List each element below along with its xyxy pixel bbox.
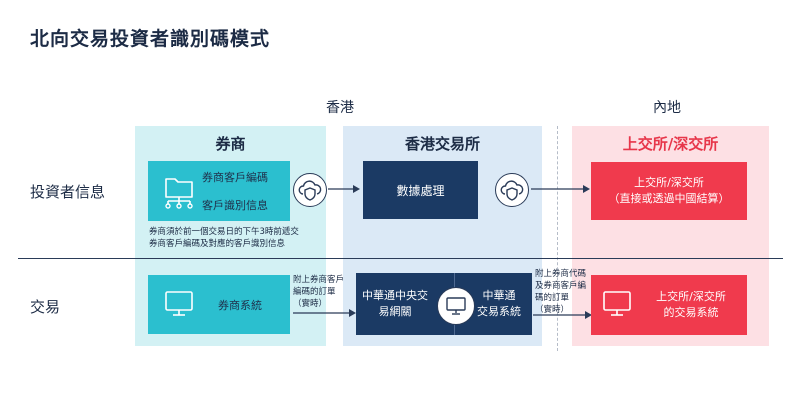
china-connect-box: 中華通中央交 易網關 中華通 交易系統: [356, 273, 532, 335]
broker-panel-title: 券商: [215, 135, 246, 153]
exchange-panel-title: 上交所/深交所: [622, 135, 719, 153]
folder-network-icon: [162, 173, 196, 213]
arrow-to-exchange: [531, 185, 590, 193]
order-note-broker-code: 附上券商客戶 編碼的訂單 （實時）: [293, 275, 345, 309]
region-label-hk: 香港: [326, 100, 354, 116]
arrow-to-data-processing: [328, 185, 360, 193]
page-title: 北向交易投資者識別碼模式: [30, 28, 271, 50]
broker-system-box: 券商系統: [148, 275, 290, 334]
order-note-broker-id: 附上券商代碼 及券商客戶編 碼的訂單 （實時）: [535, 269, 587, 315]
cloud-shield-icon: [495, 173, 529, 207]
arrow-to-csc: [293, 309, 356, 317]
data-processing-box: 數據處理: [363, 161, 478, 219]
arrow-to-exchange-trading: [533, 311, 592, 319]
csc-label: 中華通中央交 易網關: [362, 289, 428, 318]
broker-client-code-label: 券商客戶編碼: [202, 171, 268, 184]
cts-label: 中華通 交易系統: [477, 289, 521, 318]
broker-deadline-note: 券商須於前一個交易日的下午3時前遞交 券商客戶編碼及對應的客戶識別信息: [149, 227, 299, 249]
broker-client-info-card: 券商客戶編碼 客戶識別信息: [148, 161, 290, 221]
region-boundary: [557, 126, 558, 351]
monitor-icon: [437, 287, 475, 325]
client-id-info-label: 客戶識別信息: [202, 199, 268, 212]
exchange-info-box: 上交所/深交所 （直接或透過中國結算）: [591, 162, 747, 220]
hkex-panel-title: 香港交易所: [404, 135, 480, 153]
region-label-mainland: 內地: [653, 100, 681, 116]
monitor-icon: [164, 289, 194, 323]
row-label-trading: 交易: [30, 298, 61, 316]
cloud-shield-icon: [293, 173, 327, 207]
row-divider: [18, 258, 783, 259]
broker-system-label: 券商系統: [218, 299, 262, 312]
exchange-trading-label: 上交所/深交所 的交易系統: [656, 290, 726, 319]
row-label-investor-info: 投資者信息: [30, 183, 106, 201]
monitor-icon: [602, 289, 632, 323]
exchange-trading-box: 上交所/深交所 的交易系統: [591, 275, 747, 335]
